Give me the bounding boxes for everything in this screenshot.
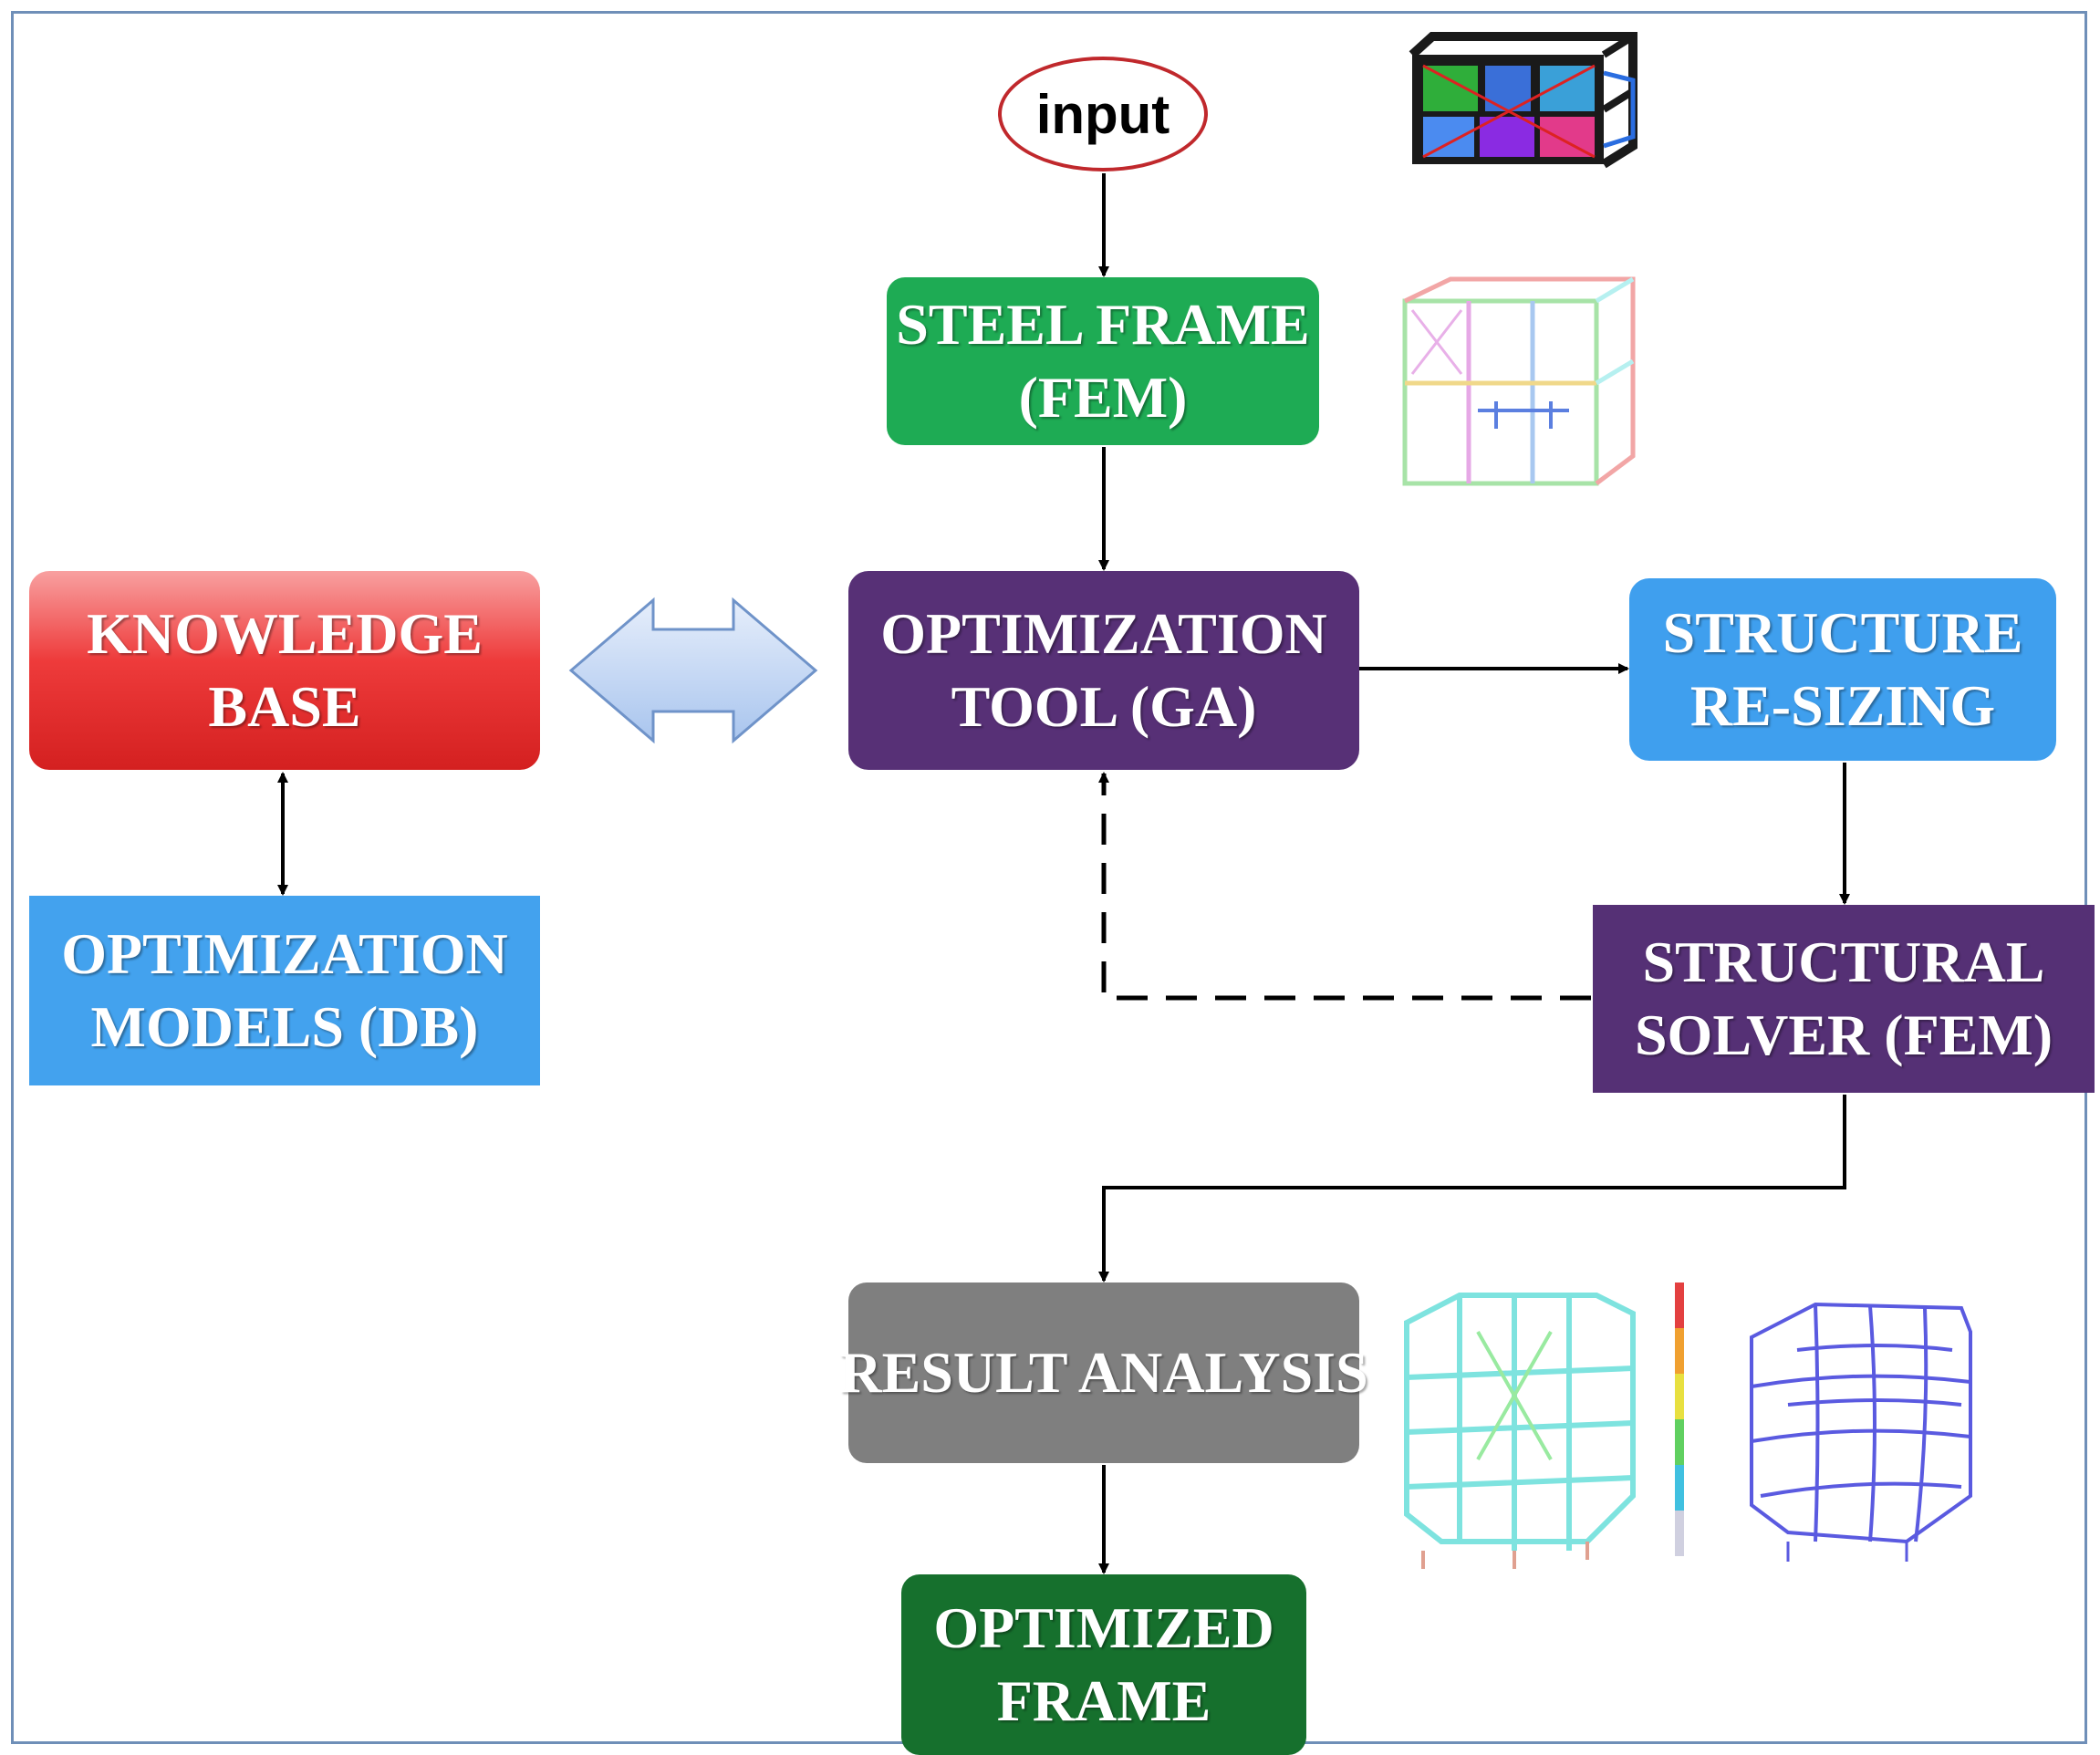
structure-resizing-line-2: RE-SIZING: [1689, 673, 1996, 738]
structural-solver-line-1: STRUCTURAL: [1642, 929, 2045, 994]
optimization-models-line-2: MODELS (DB): [90, 994, 479, 1059]
3d-steel-frame-model: [1409, 32, 1637, 169]
knowledge-base-box: KNOWLEDGE BASE: [29, 571, 540, 770]
double-arrow-icon: [568, 597, 818, 744]
optimized-frame-box: OPTIMIZED FRAME: [901, 1574, 1306, 1755]
steel-frame-line-2: (FEM): [1018, 365, 1188, 430]
structural-solver-line-2: SOLVER (FEM): [1634, 1002, 2053, 1067]
optimization-models-line-1: OPTIMIZATION: [61, 921, 508, 986]
3d-frame-wireframe: [1402, 276, 1636, 486]
optimization-tool-box: OPTIMIZATION TOOL (GA): [848, 571, 1359, 770]
optimization-models-box: OPTIMIZATION MODELS (DB): [29, 896, 540, 1085]
optimized-frame-line-2: FRAME: [996, 1668, 1211, 1733]
arrow-solver-to-result: [1098, 1095, 1846, 1282]
structure-resizing-box: STRUCTURE RE-SIZING: [1629, 578, 2056, 761]
stress-contour-frame: [1404, 1293, 1636, 1569]
optimized-frame-line-1: OPTIMIZED: [933, 1595, 1274, 1660]
structure-resizing-line-1: STRUCTURE: [1662, 600, 2023, 665]
structural-solver-box: STRUCTURAL SOLVER (FEM): [1593, 905, 2095, 1093]
optimization-tool-line-2: TOOL (GA): [951, 674, 1257, 739]
input-node: input: [998, 57, 1208, 171]
dashed-feedback-arrow: [1098, 772, 1591, 1001]
steel-frame-box: STEEL FRAME (FEM): [887, 277, 1319, 445]
input-label: input: [1035, 83, 1170, 145]
knowledge-base-line-1: KNOWLEDGE: [87, 601, 483, 666]
result-analysis-label: RESULT ANALYSIS: [839, 1340, 1368, 1405]
result-analysis-box: RESULT ANALYSIS: [839, 1282, 1368, 1463]
deformed-frame-model: [1750, 1302, 1972, 1562]
knowledge-base-line-2: BASE: [208, 674, 361, 739]
stress-legend-bar: [1675, 1282, 1684, 1556]
steel-frame-line-1: STEEL FRAME: [896, 292, 1310, 357]
optimization-tool-line-1: OPTIMIZATION: [880, 601, 1327, 666]
